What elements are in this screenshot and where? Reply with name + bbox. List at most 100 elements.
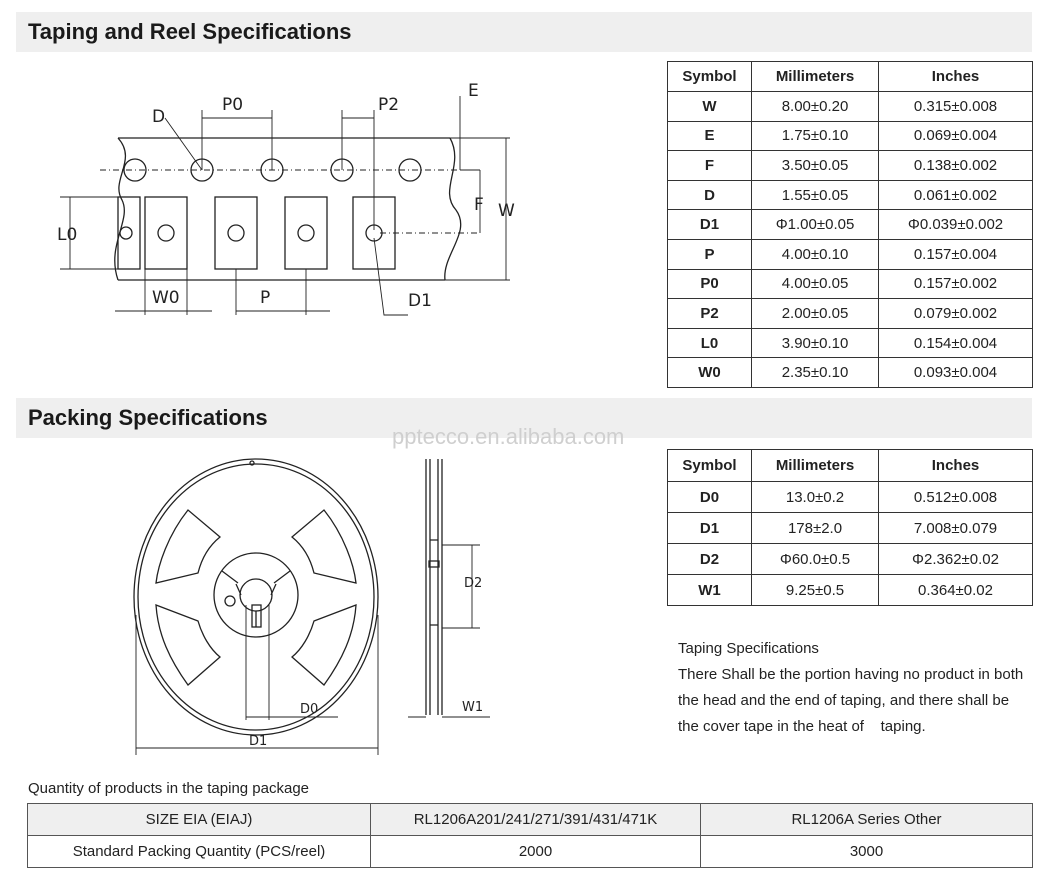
symbol-cell: W0 (667, 357, 752, 388)
inch-cell: 0.138±0.002 (878, 150, 1033, 181)
header-symbol: Symbol (667, 61, 752, 92)
inch-cell: 0.154±0.004 (878, 327, 1033, 359)
quantity-table: SIZE EIA (EIAJ) RL1206A201/241/271/391/4… (27, 803, 1033, 868)
quantity-caption: Quantity of products in the taping packa… (28, 780, 310, 797)
label-P0: P0 (222, 95, 243, 115)
symbol-cell: W (667, 91, 752, 122)
mm-cell: 3.50±0.05 (751, 150, 879, 181)
qty-cell: 3000 (700, 835, 1033, 868)
inch-cell: Φ0.039±0.002 (878, 209, 1033, 240)
inch-cell: 0.061±0.002 (878, 179, 1033, 211)
inch-cell: 0.079±0.002 (878, 298, 1033, 329)
header-symbol: Symbol (667, 449, 752, 482)
taping-section-header: Taping and Reel Specifications (16, 12, 1032, 52)
mm-cell: 2.00±0.05 (751, 298, 879, 329)
inch-cell: 0.093±0.004 (878, 357, 1033, 388)
mm-cell: 13.0±0.2 (751, 481, 879, 513)
symbol-cell: W1 (667, 574, 752, 606)
label-P: P (260, 288, 270, 308)
symbol-cell: D1 (667, 512, 752, 544)
qty-cell: RL1206A Series Other (700, 803, 1033, 836)
header-inches: Inches (878, 61, 1033, 92)
header-millimeters: Millimeters (751, 61, 879, 92)
packing-section-title: Packing Specifications (28, 405, 268, 430)
symbol-cell: P2 (667, 298, 752, 329)
label-reel-D2: D2 (464, 576, 482, 591)
symbol-cell: D1 (667, 209, 752, 240)
symbol-cell: E (667, 120, 752, 152)
mm-cell: 178±2.0 (751, 512, 879, 544)
table-header-row: Symbol Millimeters Inches (667, 61, 1033, 92)
taping-note-body: There Shall be the portion having no pro… (678, 666, 1028, 735)
header-millimeters: Millimeters (751, 449, 879, 482)
mm-cell: Φ60.0±0.5 (751, 543, 879, 575)
symbol-cell: D2 (667, 543, 752, 575)
mm-cell: 2.35±0.10 (751, 357, 879, 388)
qty-cell: SIZE EIA (EIAJ) (27, 803, 371, 836)
label-E: E (468, 81, 479, 101)
symbol-cell: P0 (667, 268, 752, 300)
mm-cell: 3.90±0.10 (751, 327, 879, 359)
inch-cell: 0.364±0.02 (878, 574, 1033, 606)
inch-cell: 0.157±0.002 (878, 268, 1033, 300)
label-reel-D0: D0 (300, 702, 318, 717)
mm-cell: 1.55±0.05 (751, 179, 879, 211)
inch-cell: 0.069±0.004 (878, 120, 1033, 152)
mm-cell: 4.00±0.05 (751, 268, 879, 300)
label-F: F (474, 195, 484, 215)
inch-cell: 0.315±0.008 (878, 91, 1033, 122)
carrier-tape-drawing: D P0 P2 E F W L0 W0 P D1 (57, 81, 515, 316)
mm-cell: 1.75±0.10 (751, 120, 879, 152)
inch-cell: 0.157±0.004 (878, 238, 1033, 270)
header-inches: Inches (878, 449, 1033, 482)
label-reel-D1: D1 (249, 734, 267, 749)
packing-section-header: Packing Specifications (16, 398, 1032, 438)
reel-front-drawing: D0 D1 (133, 458, 379, 755)
qty-cell: 2000 (370, 835, 701, 868)
label-P2: P2 (378, 95, 399, 115)
taping-note-title: Taping Specifications (678, 640, 819, 657)
watermark-text: pptecco.en.alibaba.com (392, 424, 625, 449)
quantity-data-row: Standard Packing Quantity (PCS/reel) 200… (27, 835, 1033, 868)
quantity-header-row: SIZE EIA (EIAJ) RL1206A201/241/271/391/4… (27, 803, 1033, 836)
symbol-cell: F (667, 150, 752, 181)
label-W0: W0 (152, 288, 180, 308)
inch-cell: Φ2.362±0.02 (878, 543, 1033, 575)
label-D: D (152, 107, 165, 127)
mm-cell: 8.00±0.20 (751, 91, 879, 122)
label-reel-W1: W1 (462, 700, 483, 715)
symbol-cell: D0 (667, 481, 752, 513)
label-W: W (498, 201, 515, 221)
inch-cell: 7.008±0.079 (878, 512, 1033, 544)
symbol-cell: L0 (667, 327, 752, 359)
symbol-cell: P (667, 238, 752, 270)
mm-cell: 4.00±0.10 (751, 238, 879, 270)
label-L0: L0 (57, 225, 77, 245)
symbol-cell: D (667, 179, 752, 211)
mm-cell: 9.25±0.5 (751, 574, 879, 606)
qty-cell: Standard Packing Quantity (PCS/reel) (27, 835, 371, 868)
table-header-row: Symbol Millimeters Inches (667, 449, 1033, 482)
mm-cell: Φ1.00±0.05 (751, 209, 879, 240)
label-D1: D1 (408, 291, 432, 311)
inch-cell: 0.512±0.008 (878, 481, 1033, 513)
qty-cell: RL1206A201/241/271/391/431/471K (370, 803, 701, 836)
taping-note: Taping Specifications There Shall be the… (678, 636, 1028, 740)
reel-side-drawing: D2 W1 (408, 459, 490, 718)
